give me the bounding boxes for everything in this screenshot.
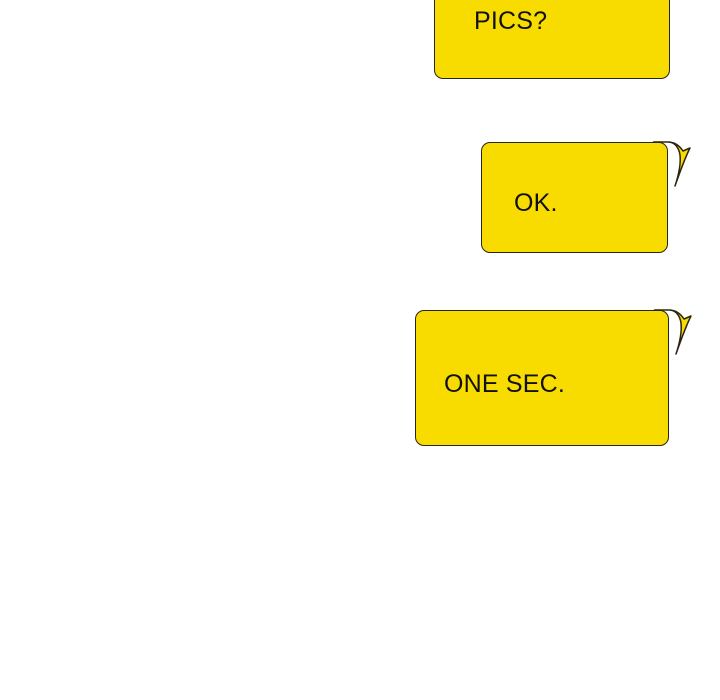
speech-bubble-ok: OK. [481,142,668,253]
speech-bubble-onesec: ONE SEC. [415,310,669,446]
speech-bubble-text: PICS? [474,7,548,35]
speech-bubble-pics: PICS? [434,0,670,79]
speech-bubble-text: OK. [514,189,558,217]
speech-bubble-text: ONE SEC. [444,370,566,398]
